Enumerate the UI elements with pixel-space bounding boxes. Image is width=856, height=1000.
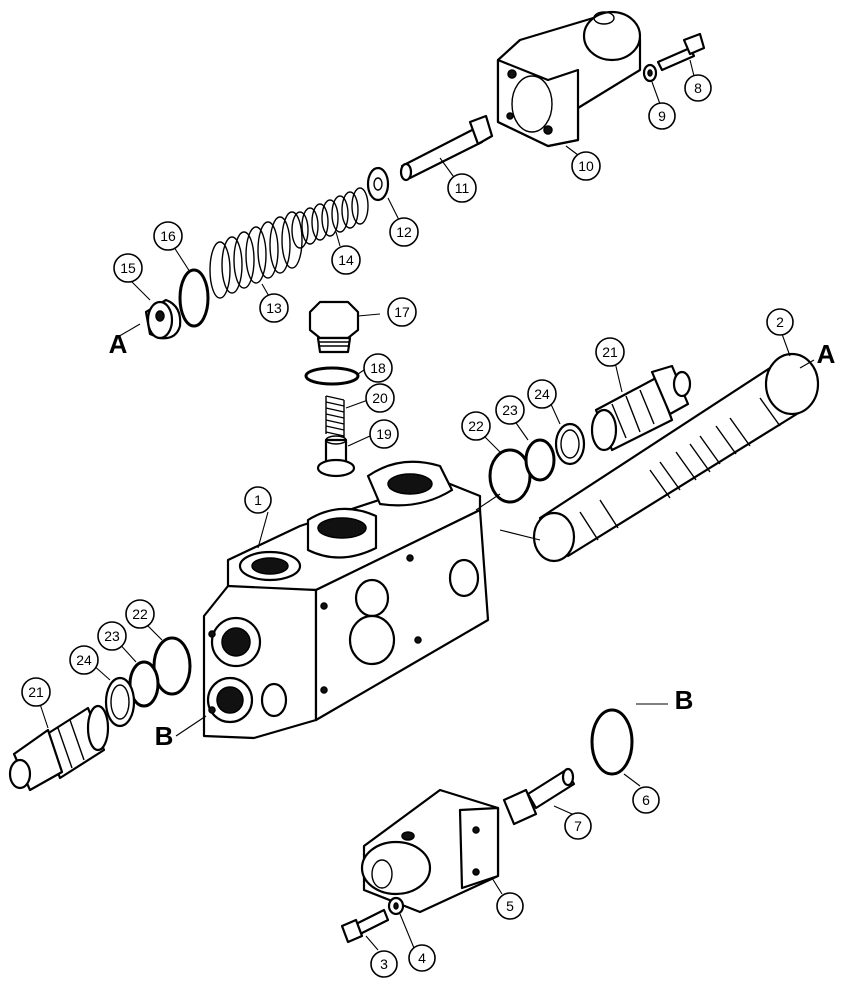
svg-text:22: 22 — [132, 606, 148, 622]
part-relief-valve-upper — [590, 364, 692, 452]
part-bolt — [399, 114, 494, 182]
ref-letter-b-right: B — [675, 685, 694, 715]
part-end-cap-housing-top — [496, 10, 642, 148]
part-o-ring-18 — [304, 366, 360, 386]
reference-letters: A A B B — [109, 329, 836, 751]
part-o-ring-23-upper — [524, 438, 556, 482]
part-inner-spring — [291, 187, 369, 249]
svg-text:2: 2 — [776, 314, 784, 330]
part-backup-ring-24-lower — [104, 676, 136, 728]
callout-20: 20 — [365, 383, 395, 413]
part-bolt-lower — [502, 767, 576, 826]
ref-letter-b-left: B — [155, 721, 174, 751]
callouts: 1 2 3 4 5 6 7 8 9 10 11 12 13 14 15 16 1… — [21, 74, 794, 978]
part-screw-top — [656, 32, 706, 72]
part-outer-spring — [209, 211, 303, 299]
callout-11: 11 — [447, 173, 477, 203]
part-valve-body — [202, 460, 490, 740]
part-washer-mid — [366, 166, 390, 202]
callout-23-upper: 23 — [495, 395, 525, 425]
svg-text:6: 6 — [642, 792, 650, 808]
svg-text:1: 1 — [254, 492, 262, 508]
part-spool — [532, 352, 820, 563]
callout-19: 19 — [369, 419, 399, 449]
svg-text:22: 22 — [468, 418, 484, 434]
svg-text:14: 14 — [338, 252, 354, 268]
part-plug — [308, 300, 360, 354]
part-o-ring-16 — [178, 268, 210, 328]
callout-9: 9 — [648, 102, 676, 130]
svg-text:8: 8 — [694, 80, 702, 96]
svg-text:10: 10 — [578, 158, 594, 174]
svg-text:21: 21 — [28, 684, 44, 700]
callout-18: 18 — [363, 353, 393, 383]
callout-8: 8 — [684, 74, 712, 102]
part-poppet — [316, 435, 356, 478]
part-screw-lower — [340, 908, 390, 944]
svg-text:11: 11 — [455, 180, 470, 196]
part-backup-ring-24-upper — [554, 422, 586, 466]
callout-21-lower: 21 — [21, 677, 51, 707]
callout-1: 1 — [244, 486, 272, 514]
svg-text:20: 20 — [372, 390, 388, 406]
part-small-spring — [325, 395, 345, 438]
callout-24-upper: 24 — [527, 379, 557, 409]
svg-text:5: 5 — [506, 898, 514, 914]
callout-13: 13 — [259, 293, 289, 323]
part-spring-seat — [144, 298, 182, 340]
callout-2: 2 — [766, 308, 794, 336]
svg-text:3: 3 — [380, 956, 388, 972]
ref-letter-a-left: A — [109, 329, 128, 359]
leader-lines — [39, 59, 815, 951]
part-o-ring-6 — [590, 708, 634, 776]
part-relief-valve-lower — [8, 704, 110, 792]
callout-23-lower: 23 — [97, 621, 127, 651]
ref-letter-a-right: A — [817, 339, 836, 369]
svg-text:17: 17 — [394, 304, 410, 320]
svg-text:12: 12 — [396, 224, 412, 240]
svg-text:9: 9 — [658, 108, 666, 124]
svg-text:18: 18 — [370, 360, 386, 376]
svg-text:19: 19 — [376, 426, 392, 442]
svg-text:15: 15 — [120, 260, 136, 276]
callout-17: 17 — [387, 297, 417, 327]
svg-text:16: 16 — [160, 228, 176, 244]
callout-12: 12 — [389, 217, 419, 247]
svg-text:24: 24 — [76, 652, 92, 668]
svg-text:4: 4 — [418, 950, 426, 966]
svg-text:24: 24 — [534, 386, 550, 402]
callout-22-lower: 22 — [125, 599, 155, 629]
callout-21-upper: 21 — [595, 337, 625, 367]
callout-5: 5 — [496, 892, 524, 920]
svg-text:7: 7 — [574, 818, 582, 834]
part-o-ring-22-upper — [488, 448, 532, 504]
callout-22-upper: 22 — [461, 411, 491, 441]
callout-7: 7 — [564, 812, 592, 840]
callout-24-lower: 24 — [69, 645, 99, 675]
callout-3: 3 — [370, 950, 398, 978]
callout-14: 14 — [331, 245, 361, 275]
callout-6: 6 — [632, 786, 660, 814]
part-washer-top — [642, 63, 658, 83]
callout-16: 16 — [153, 221, 183, 251]
svg-text:13: 13 — [266, 300, 282, 316]
callout-10: 10 — [571, 151, 601, 181]
callout-4: 4 — [408, 944, 436, 972]
svg-text:23: 23 — [502, 402, 518, 418]
svg-text:23: 23 — [104, 628, 120, 644]
callout-15: 15 — [113, 253, 143, 283]
svg-text:21: 21 — [602, 344, 618, 360]
part-washer-lower — [387, 896, 405, 916]
part-end-cap-housing-lower — [360, 788, 500, 914]
